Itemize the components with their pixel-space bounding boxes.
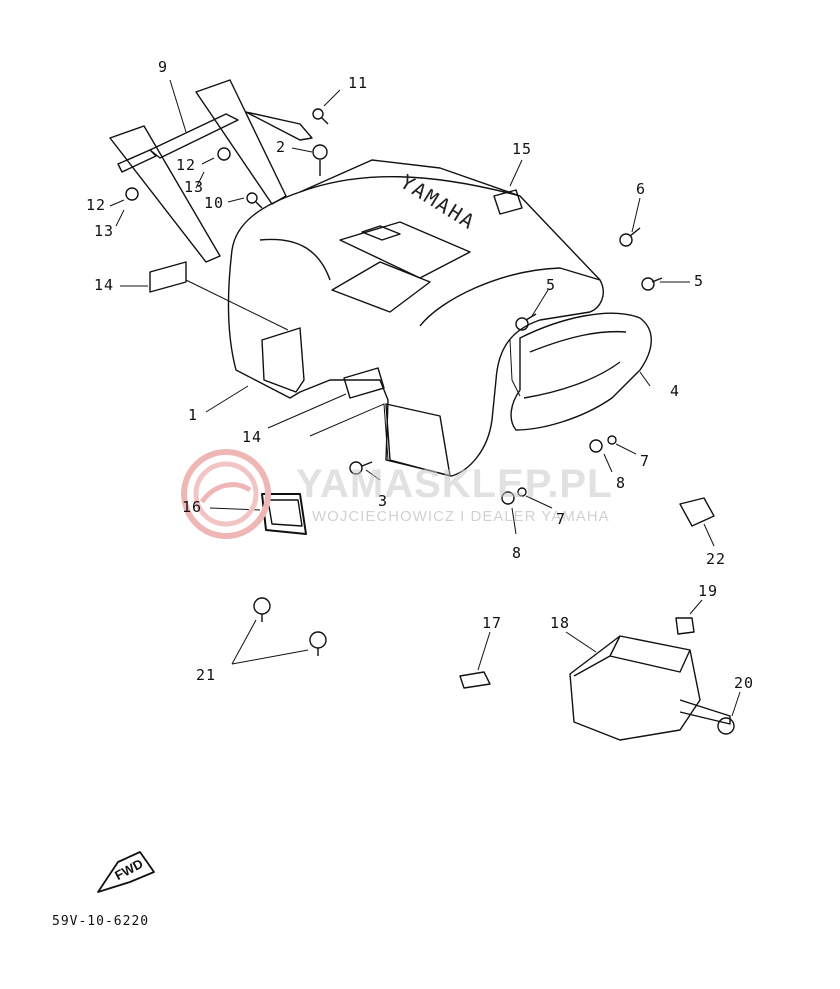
callout-10: 10 — [204, 194, 225, 212]
callout-13: 13 — [94, 222, 115, 240]
diagram-code: 59V-10-6220 — [52, 914, 150, 929]
callout-11: 11 — [348, 74, 369, 92]
callout-7: 7 — [640, 452, 651, 470]
callout-13: 13 — [184, 178, 205, 196]
callout-6: 6 — [636, 180, 647, 198]
callout-12: 12 — [176, 156, 197, 174]
tank-body — [569, 635, 701, 741]
rear-cover — [510, 312, 652, 431]
callout-5: 5 — [694, 272, 705, 290]
callout-3: 3 — [378, 492, 389, 510]
callout-19: 19 — [698, 582, 719, 600]
callout-7: 7 — [556, 510, 567, 528]
callout-18: 18 — [550, 614, 571, 632]
callout-15: 15 — [512, 140, 533, 158]
callout-21: 21 — [196, 666, 217, 684]
callout-8: 8 — [512, 544, 523, 562]
rear-fender — [227, 159, 604, 477]
watermark-subtext: WOJCIECHOWICZ I DEALER YAMAHA — [312, 508, 610, 525]
watermark-logo — [181, 449, 271, 539]
callout-8: 8 — [616, 474, 627, 492]
callout-5: 5 — [546, 276, 557, 294]
callout-22: 22 — [706, 550, 727, 568]
callout-4: 4 — [670, 382, 681, 400]
callout-14: 14 — [242, 428, 263, 446]
watermark-text: YAMASKLEP.PL — [296, 462, 613, 506]
callout-17: 17 — [482, 614, 503, 632]
callout-12: 12 — [86, 196, 107, 214]
callout-14: 14 — [94, 276, 115, 294]
callout-9: 9 — [158, 58, 169, 76]
callout-16: 16 — [182, 498, 203, 516]
callout-1: 1 — [188, 406, 199, 424]
callout-2: 2 — [276, 138, 287, 156]
callout-20: 20 — [734, 674, 755, 692]
